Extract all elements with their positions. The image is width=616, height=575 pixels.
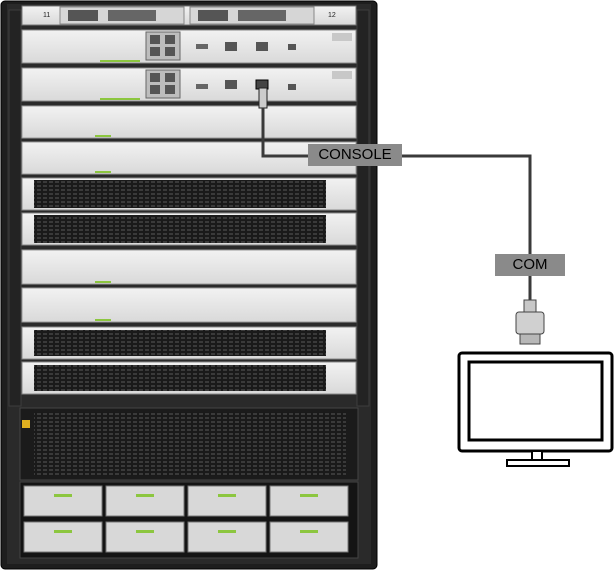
fabric-board (21, 5, 357, 26)
fan-tray (19, 407, 359, 481)
line-card-copper-1 (21, 326, 357, 360)
com-label: COM (495, 254, 565, 276)
line-card-copper-2 (21, 361, 357, 395)
db9-connector (515, 299, 545, 345)
filler-panels-upper (21, 105, 357, 175)
filler-panels-lower (21, 249, 357, 323)
console-label: CONSOLE (308, 144, 402, 166)
power-modules (19, 481, 359, 559)
line-card-fiber-1 (21, 177, 357, 211)
mpu-board-upper (21, 29, 357, 64)
terminal-monitor (457, 351, 614, 467)
slot-number-right: 12 (328, 12, 336, 19)
mpu-board-lower (21, 67, 357, 102)
line-card-fiber-2 (21, 212, 357, 246)
slot-number-left: 11 (43, 12, 51, 19)
